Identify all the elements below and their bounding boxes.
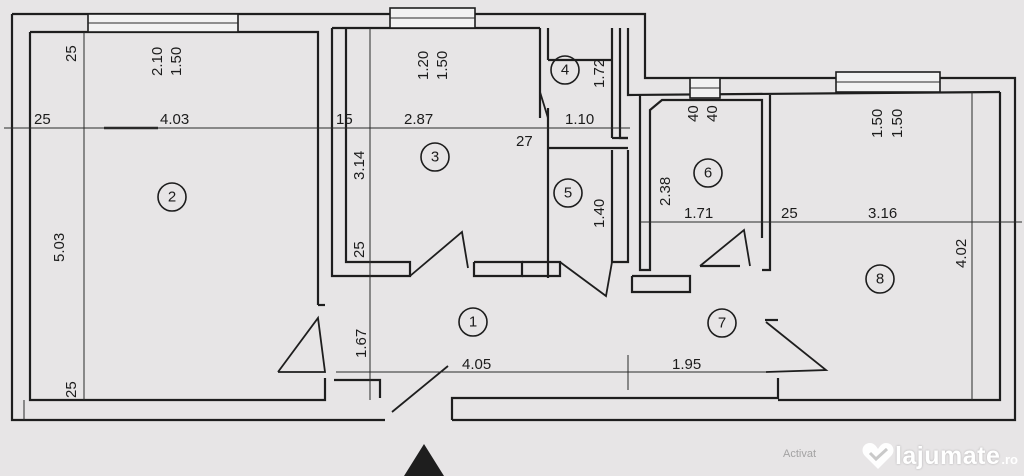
- dim-r3-width: 2.87: [404, 111, 433, 128]
- dim-r2-top: 25: [63, 45, 80, 62]
- dim-r4-wall: 27: [516, 133, 533, 150]
- room-circle-6: [693, 158, 723, 188]
- dim-r3-height: 3.14: [351, 151, 368, 180]
- dim-r3-win-h: 1.50: [434, 51, 451, 80]
- dim-r6-win-w: 40: [685, 105, 702, 122]
- door-room-8: [765, 321, 829, 373]
- door-room-5: [559, 261, 613, 298]
- room-label-7: 7: [718, 315, 726, 332]
- dim-r3-wall: 15: [336, 111, 353, 128]
- dim-r5-height: 1.40: [591, 199, 608, 228]
- watermark-brand: lajumate: [894, 441, 1001, 470]
- north-arrow-icon: [404, 444, 444, 476]
- dim-r4-width: 1.10: [565, 111, 594, 128]
- dim-r2-left-wall: 25: [34, 111, 51, 128]
- room-label-6: 6: [704, 165, 712, 182]
- windows: [87, 7, 941, 99]
- room-label-3: 3: [431, 149, 439, 166]
- room-circle-4: [550, 55, 580, 85]
- dim-r7-width: 1.95: [672, 356, 701, 373]
- dim-r1-width: 4.05: [462, 356, 491, 373]
- dim-r6-win-h: 40: [704, 105, 721, 122]
- room-label-2: 2: [168, 189, 176, 206]
- room-circle-2: [157, 182, 187, 212]
- room-circle-8: [865, 264, 895, 294]
- os-activation-note: Activat: [783, 448, 817, 460]
- room-label-1: 1: [469, 314, 477, 331]
- interior-walls: [318, 26, 778, 398]
- door-entrance: [391, 365, 449, 413]
- dim-r2-win-h: 1.50: [168, 47, 185, 76]
- dim-r2-height: 5.03: [51, 233, 68, 262]
- door-room-3: [409, 230, 469, 277]
- room-markers: 2 3 4 5 6 1 7 8: [157, 55, 895, 338]
- dim-r6-width: 1.71: [684, 205, 713, 222]
- dim-r8-win-w: 1.50: [869, 109, 886, 138]
- dim-r3-win-w: 1.20: [415, 51, 432, 80]
- dim-r1-height: 1.67: [353, 329, 370, 358]
- room-label-8: 8: [876, 271, 884, 288]
- door-room-4: [539, 91, 549, 119]
- dim-r4-height: 1.72: [591, 59, 608, 88]
- door-room-2: [277, 315, 327, 373]
- door-room-6: [699, 228, 751, 267]
- watermark: lajumate .ro: [861, 440, 1018, 472]
- room-circle-3: [420, 142, 450, 172]
- room-circle-1: [458, 307, 488, 337]
- room-circle-7: [707, 308, 737, 338]
- doors: [277, 91, 829, 413]
- dim-r8-height: 4.02: [953, 239, 970, 268]
- dim-r8-win-h: 1.50: [889, 109, 906, 138]
- room-circle-5: [553, 178, 583, 208]
- dim-r8-wall: 25: [781, 205, 798, 222]
- dimension-labels: 25 4.03 15 2.87 1.10 27 1.71 25 3.16 4.0…: [34, 45, 970, 398]
- dim-r2-width: 4.03: [160, 111, 189, 128]
- dim-r2-win-w: 2.10: [149, 47, 166, 76]
- dim-r8-width: 3.16: [868, 205, 897, 222]
- dim-r3-bottom: 25: [351, 241, 368, 258]
- room-label-5: 5: [564, 185, 572, 202]
- heart-icon: [862, 443, 894, 469]
- room-label-4: 4: [561, 62, 569, 79]
- dim-r6-height: 2.38: [657, 177, 674, 206]
- dimension-lines: [4, 28, 1022, 420]
- watermark-tld: .ro: [1001, 452, 1018, 467]
- dim-r2-bottom: 25: [63, 381, 80, 398]
